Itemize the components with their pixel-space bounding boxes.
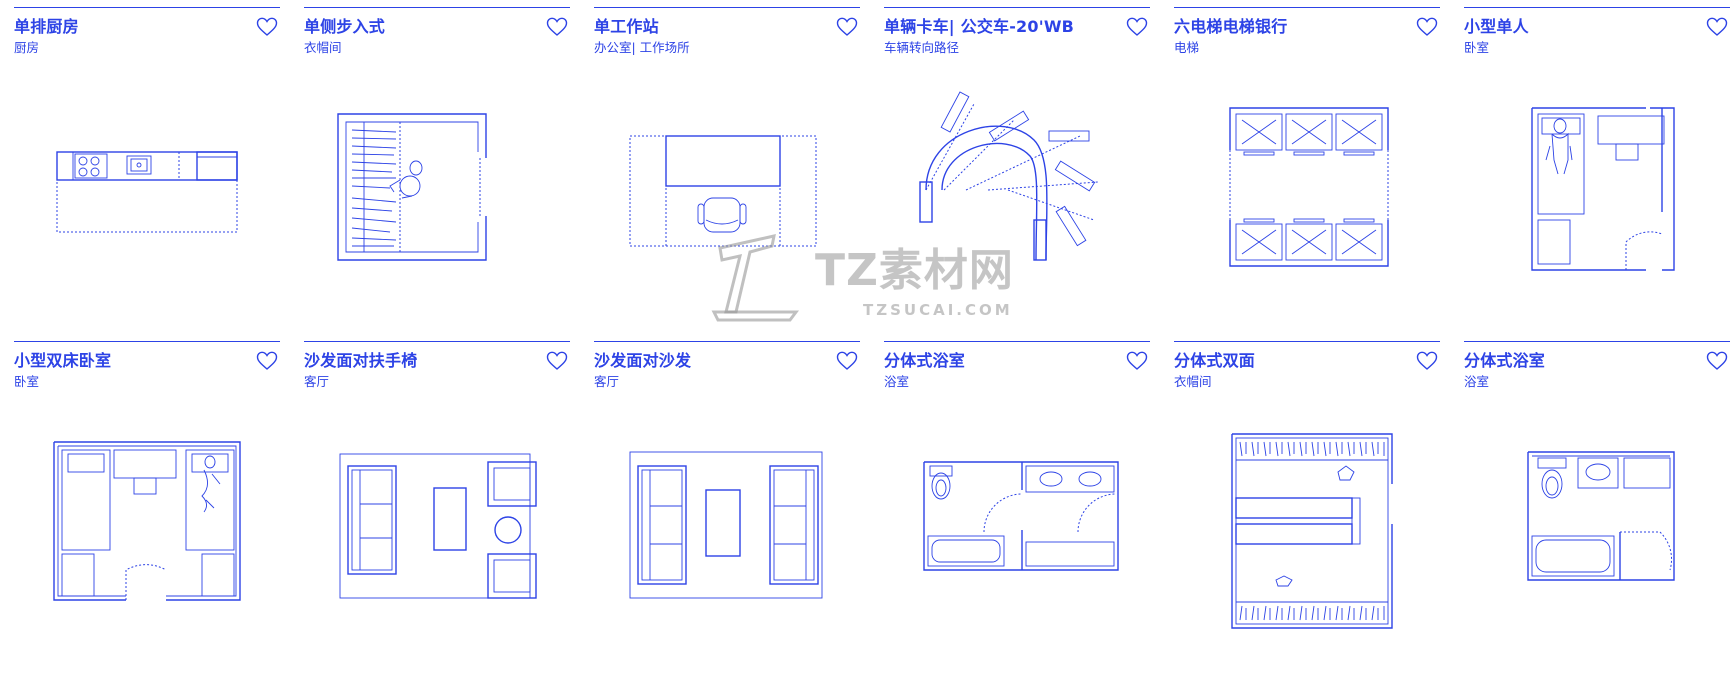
card-divider — [14, 7, 280, 8]
heart-outline-icon[interactable] — [256, 351, 278, 371]
heart-outline-icon[interactable] — [1416, 351, 1438, 371]
heart-outline-icon[interactable] — [1706, 351, 1728, 371]
card-divider — [884, 7, 1150, 8]
bathroom-floor-plan — [1527, 451, 1675, 581]
heart-outline-icon[interactable] — [1126, 351, 1148, 371]
heart-outline-icon[interactable] — [546, 351, 568, 371]
heart-outline-icon[interactable] — [1706, 17, 1728, 37]
plan-card[interactable]: 分体式双面 衣帽间 — [1174, 334, 1440, 664]
sofa-armchair-floor-plan — [339, 453, 537, 599]
card-title[interactable]: 单工作站 — [594, 17, 659, 36]
vehicle-turning-path-plan — [919, 91, 1099, 261]
card-title[interactable]: 分体式双面 — [1174, 351, 1256, 370]
card-title[interactable]: 单辆卡车| 公交车-20'WB — [884, 17, 1075, 36]
workstation-floor-plan — [629, 135, 817, 247]
heart-outline-icon[interactable] — [256, 17, 278, 37]
card-title[interactable]: 单侧步入式 — [304, 17, 386, 36]
plan-card[interactable]: 小型双床卧室 卧室 — [14, 334, 280, 664]
heart-outline-icon[interactable] — [1416, 17, 1438, 37]
card-divider — [1464, 341, 1730, 342]
plan-card[interactable]: 小型单人 卧室 — [1464, 0, 1730, 330]
split-double-closet-floor-plan — [1231, 433, 1393, 629]
card-category: 浴室 — [1464, 374, 1490, 389]
card-divider — [1174, 7, 1440, 8]
card-title[interactable]: 分体式浴室 — [884, 351, 966, 370]
card-title[interactable]: 分体式浴室 — [1464, 351, 1546, 370]
twin-bedroom-floor-plan — [53, 441, 241, 601]
split-bathroom-floor-plan — [923, 461, 1119, 571]
card-category: 卧室 — [14, 374, 40, 389]
plan-card[interactable]: 六电梯电梯银行 电梯 — [1174, 0, 1440, 330]
elevator-bank-floor-plan — [1229, 107, 1389, 267]
plan-card[interactable]: 单侧步入式 衣帽间 — [304, 0, 570, 330]
card-divider — [594, 7, 860, 8]
card-category: 卧室 — [1464, 40, 1490, 55]
sofa-facing-sofa-floor-plan — [629, 451, 823, 599]
card-category: 车辆转向路径 — [884, 40, 960, 55]
card-category: 办公室| 工作场所 — [594, 40, 690, 55]
card-category: 客厅 — [594, 374, 620, 389]
heart-outline-icon[interactable] — [1126, 17, 1148, 37]
plan-card[interactable]: 分体式浴室 浴室 — [1464, 334, 1730, 664]
card-divider — [884, 341, 1150, 342]
card-category: 衣帽间 — [1174, 374, 1212, 389]
card-title[interactable]: 单排厨房 — [14, 17, 79, 36]
heart-outline-icon[interactable] — [836, 351, 858, 371]
card-title[interactable]: 小型单人 — [1464, 17, 1529, 36]
card-divider — [304, 7, 570, 8]
heart-outline-icon[interactable] — [836, 17, 858, 37]
card-divider — [14, 341, 280, 342]
card-category: 衣帽间 — [304, 40, 342, 55]
card-title[interactable]: 六电梯电梯银行 — [1174, 17, 1288, 36]
heart-outline-icon[interactable] — [546, 17, 568, 37]
card-category: 客厅 — [304, 374, 330, 389]
card-divider — [1174, 341, 1440, 342]
card-divider — [304, 341, 570, 342]
card-title[interactable]: 小型双床卧室 — [14, 351, 112, 370]
plan-card[interactable]: 沙发面对扶手椅 客厅 — [304, 334, 570, 664]
plan-card[interactable]: 沙发面对沙发 客厅 — [594, 334, 860, 664]
plan-card[interactable]: 分体式浴室 浴室 — [884, 334, 1150, 664]
floor-plan-grid: 单排厨房 厨房 单侧步入式 衣帽间 — [14, 0, 1732, 674]
card-divider — [594, 341, 860, 342]
card-divider — [1464, 7, 1730, 8]
plan-card[interactable]: 单辆卡车| 公交车-20'WB 车辆转向路径 — [884, 0, 1150, 330]
walk-in-closet-floor-plan — [337, 113, 487, 261]
card-title[interactable]: 沙发面对扶手椅 — [304, 351, 418, 370]
card-category: 电梯 — [1174, 40, 1200, 55]
card-title[interactable]: 沙发面对沙发 — [594, 351, 692, 370]
single-bedroom-floor-plan — [1531, 107, 1675, 271]
kitchen-floor-plan — [56, 151, 238, 233]
plan-card[interactable]: 单工作站 办公室| 工作场所 — [594, 0, 860, 330]
card-category: 厨房 — [14, 40, 40, 55]
card-category: 浴室 — [884, 374, 910, 389]
plan-card[interactable]: 单排厨房 厨房 — [14, 0, 280, 330]
